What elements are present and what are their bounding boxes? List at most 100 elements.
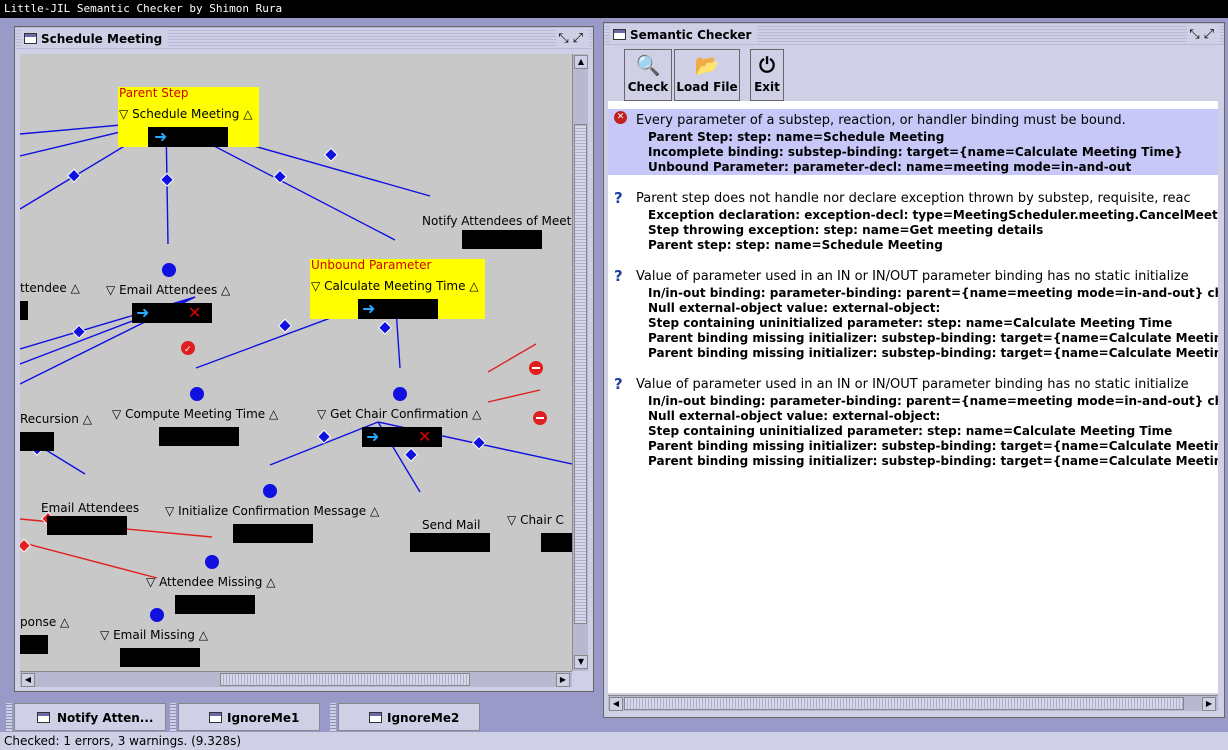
step-send-mail[interactable]: Send Mail — [422, 518, 481, 532]
vertical-scroll-thumb[interactable] — [574, 124, 587, 624]
step-badge — [47, 516, 127, 535]
message-detail: Parent Step: step: name=Schedule Meeting — [648, 130, 945, 144]
message-item-warning[interactable]: ? Value of parameter used in an IN or IN… — [608, 267, 1218, 363]
check-button[interactable]: 🔍 Check — [624, 49, 672, 101]
step-get-chair-confirmation[interactable]: ▽ Get Chair Confirmation △ — [317, 407, 482, 421]
taskbar-grip — [330, 703, 336, 731]
message-detail: Unbound Parameter: parameter-decl: name=… — [648, 160, 1132, 174]
taskbar-item-ignoreme2[interactable]: IgnoreMe2 — [338, 703, 480, 731]
triangle-up-icon: △ — [198, 628, 208, 642]
scroll-corner — [572, 671, 588, 687]
minimize-icon[interactable]: ⤡ — [558, 31, 573, 46]
step-email-attendees[interactable]: ▽ Email Attendees △ — [106, 283, 231, 297]
step-compute-meeting-time[interactable]: ▽ Compute Meeting Time △ — [112, 407, 279, 421]
step-attendee-missing[interactable]: ▽ Attendee Missing △ — [146, 575, 276, 589]
message-item-error[interactable]: ✕ Every parameter of a substep, reaction… — [608, 109, 1218, 175]
messages-horizontal-scrollbar[interactable]: ◀ ▶ — [608, 695, 1218, 711]
maximize-icon[interactable]: ⤢ — [572, 31, 587, 46]
message-item-warning[interactable]: ? Parent step does not handle nor declar… — [608, 189, 1218, 255]
step-recursion[interactable]: Recursion △ — [20, 412, 92, 426]
message-item-warning[interactable]: ? Value of parameter used in an IN or IN… — [608, 375, 1218, 471]
minimize-icon[interactable]: ⤡ — [1189, 27, 1204, 42]
message-head: Value of parameter used in an IN or IN/O… — [636, 377, 1189, 392]
sequential-arrow-icon: ➜ — [136, 303, 150, 322]
triangle-down-icon: ▽ — [311, 279, 321, 293]
step-chair-c[interactable]: ▽ Chair C — [507, 513, 564, 527]
unbound-parameter-label: Unbound Parameter — [311, 258, 432, 272]
maximize-icon[interactable]: ⤢ — [1203, 27, 1218, 42]
triangle-down-icon: ▽ — [106, 283, 116, 297]
message-detail: Step containing uninitialized parameter:… — [648, 424, 1173, 438]
message-detail: Parent step: step: name=Schedule Meeting — [648, 238, 943, 252]
window-icon — [209, 712, 222, 723]
step-email-missing[interactable]: ▽ Email Missing △ — [100, 628, 208, 642]
triangle-up-icon: △ — [266, 575, 276, 589]
window-icon — [24, 33, 37, 44]
scroll-up-arrow[interactable]: ▲ — [574, 55, 588, 69]
triangle-down-icon: ▽ — [146, 575, 156, 589]
sequential-arrow-icon: ➜ — [366, 427, 380, 446]
taskbar-item-notify[interactable]: Notify Atten... — [14, 703, 166, 731]
window-icon — [369, 712, 382, 723]
step-response[interactable]: ponse △ — [20, 615, 70, 629]
window-icon — [613, 29, 626, 40]
triangle-up-icon: △ — [369, 504, 380, 518]
message-head: Every parameter of a substep, reaction, … — [636, 113, 1126, 128]
semantic-checker-window[interactable]: Semantic Checker ⤡⤢ 🔍 Check 📂 Load File … — [603, 22, 1225, 718]
step-badge — [148, 127, 228, 147]
step-badge — [410, 533, 490, 552]
scroll-left-arrow[interactable]: ◀ — [609, 697, 623, 711]
message-detail: Null external-object value: external-obj… — [648, 301, 941, 315]
messages-pane[interactable]: ✕ Every parameter of a substep, reaction… — [608, 101, 1218, 693]
step-badge — [462, 230, 542, 249]
message-head: Value of parameter used in an IN or IN/O… — [636, 269, 1189, 284]
step-attendee[interactable]: ttendee △ — [20, 281, 80, 295]
scroll-down-arrow[interactable]: ▼ — [574, 655, 588, 669]
step-schedule-meeting[interactable]: ▽ Schedule Meeting △ — [119, 107, 253, 121]
diagram-vertical-scrollbar[interactable]: ▲ ▼ — [572, 54, 588, 671]
taskbar-grip — [170, 703, 176, 731]
step-badge — [132, 303, 212, 323]
magnifier-icon: 🔍 — [635, 53, 661, 77]
question-icon: ? — [614, 375, 623, 393]
scroll-right-arrow[interactable]: ▶ — [1202, 697, 1216, 711]
scroll-right-arrow[interactable]: ▶ — [556, 673, 570, 687]
horizontal-scroll-thumb[interactable] — [624, 697, 1184, 710]
schedule-window-titlebar[interactable]: Schedule Meeting ⤡⤢ — [15, 27, 593, 51]
message-detail: In/in-out binding: parameter-binding: pa… — [648, 286, 1218, 300]
scroll-left-arrow[interactable]: ◀ — [21, 673, 35, 687]
diagram-canvas[interactable]: ✓ Parent Step ▽ Schedule Meeting △ ➜ Not… — [20, 54, 572, 671]
checker-window-buttons: ⤡⤢ — [1187, 26, 1220, 44]
step-badge — [159, 427, 239, 446]
load-file-button[interactable]: 📂 Load File — [674, 49, 740, 101]
parent-step-label: Parent Step — [119, 86, 189, 100]
step-calculate-meeting-time[interactable]: ▽ Calculate Meeting Time △ — [311, 279, 479, 293]
diagram-horizontal-scrollbar[interactable]: ◀ ▶ — [20, 671, 572, 687]
step-badge — [541, 533, 572, 552]
app-title-bar: Little-JIL Semantic Checker by Shimon Ru… — [0, 0, 1228, 18]
schedule-window-title: Schedule Meeting — [21, 30, 169, 48]
exit-button[interactable]: ⏻ Exit — [750, 49, 784, 101]
message-detail: Parent binding missing initializer: subs… — [648, 331, 1218, 345]
schedule-meeting-window[interactable]: Schedule Meeting ⤡⤢ — [14, 26, 594, 692]
step-badge — [20, 635, 48, 654]
step-badge — [20, 432, 54, 451]
triangle-down-icon: ▽ — [317, 407, 327, 421]
step-email-attendees-2[interactable]: Email Attendees — [41, 501, 140, 515]
failed-x-icon: ✕ — [188, 303, 202, 322]
checker-window-titlebar[interactable]: Semantic Checker ⤡⤢ — [604, 23, 1224, 47]
triangle-down-icon: ▽ — [165, 504, 175, 518]
taskbar-grip — [6, 703, 12, 731]
message-detail: Exception declaration: exception-decl: t… — [648, 208, 1218, 222]
triangle-up-icon: △ — [469, 279, 479, 293]
triangle-up-icon: △ — [472, 407, 482, 421]
taskbar-item-ignoreme1[interactable]: IgnoreMe1 — [178, 703, 320, 731]
triangle-up-icon: △ — [70, 281, 80, 295]
horizontal-scroll-thumb[interactable] — [220, 673, 470, 686]
step-initialize-confirmation[interactable]: ▽ Initialize Confirmation Message △ — [165, 504, 380, 518]
step-notify-attendees[interactable]: Notify Attendees of Meeting — [422, 214, 572, 228]
triangle-up-icon: △ — [243, 107, 253, 121]
question-icon: ? — [614, 189, 623, 207]
triangle-down-icon: ▽ — [100, 628, 110, 642]
triangle-down-icon: ▽ — [507, 513, 517, 527]
